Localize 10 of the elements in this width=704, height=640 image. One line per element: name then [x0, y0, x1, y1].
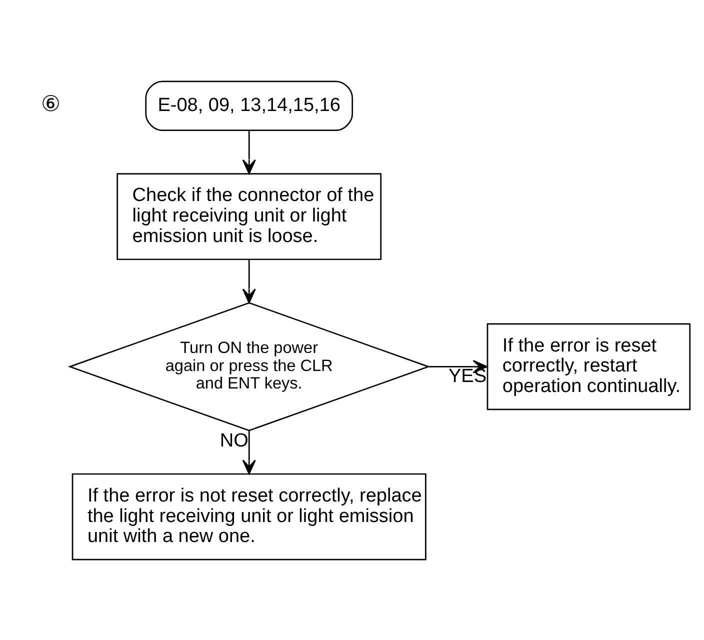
node-box: If the error is not reset correctly, replace the light receiving unit or light emission unit with a new one. — [72, 472, 426, 560]
edge-label: NO — [220, 430, 248, 452]
arrow — [242, 430, 256, 474]
node-box: Check if the connector of the light receiving unit or light emission unit is loose. — [116, 172, 382, 260]
node-diamond: Turn ON the power again or press the CLR and ENT keys. — [68, 302, 430, 431]
node-box: E-08, 09, 13,14,15,16 — [145, 80, 354, 131]
node-box: If the error is reset correctly, restart operation continually. — [486, 322, 691, 410]
label: ⑥ — [41, 92, 61, 117]
arrow — [242, 130, 256, 174]
arrow — [242, 258, 256, 303]
